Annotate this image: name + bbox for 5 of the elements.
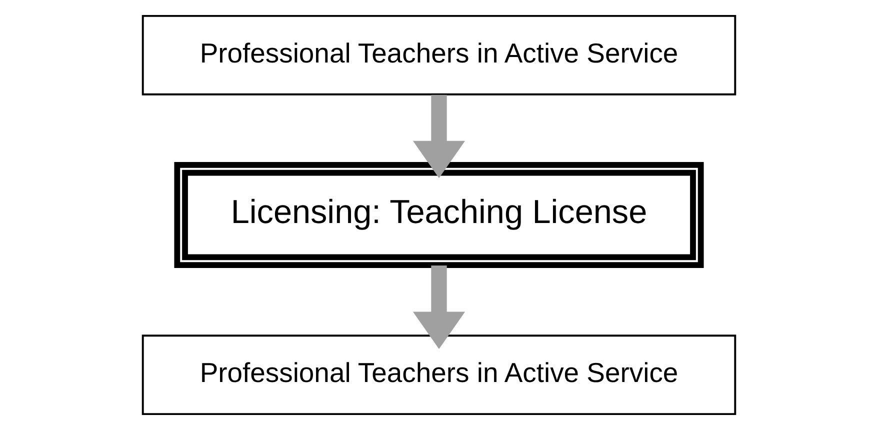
node-box: Licensing: Teaching License xyxy=(174,162,704,268)
node-box: Professional Teachers in Active Service xyxy=(142,334,736,416)
node-box: Professional Teachers in Active Service xyxy=(142,14,736,96)
arrow xyxy=(412,265,466,349)
arrow xyxy=(412,94,466,178)
